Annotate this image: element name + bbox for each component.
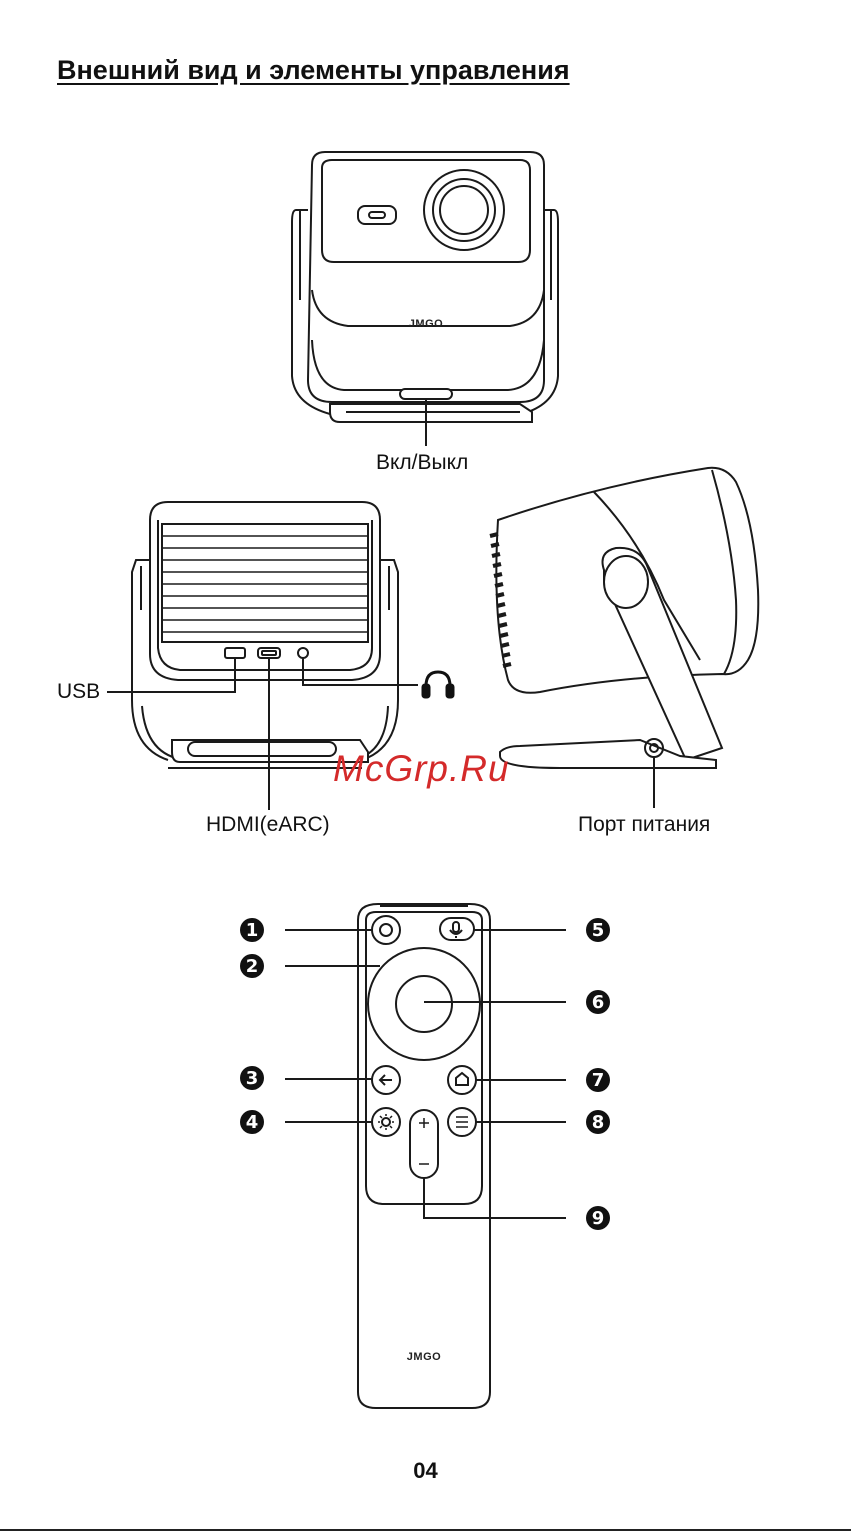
callout-3: 3 <box>240 1066 264 1090</box>
hdmi-port-label: HDMI(eARC) <box>206 813 330 837</box>
projector-side-view <box>490 468 758 808</box>
svg-text:4: 4 <box>246 1112 259 1133</box>
callout-4: 4 <box>240 1110 264 1134</box>
callout-7: 7 <box>586 1068 610 1092</box>
svg-text:7: 7 <box>592 1070 605 1091</box>
page-number: 04 <box>0 1458 851 1484</box>
callout-9: 9 <box>586 1206 610 1230</box>
projector-front-view <box>292 152 558 446</box>
callout-5: 5 <box>586 918 610 942</box>
power-circle-icon <box>372 916 400 944</box>
usb-port-label: USB <box>57 680 100 704</box>
remote-brand-logo: JMGO <box>407 1351 441 1363</box>
power-port-label: Порт питания <box>578 813 710 837</box>
svg-text:5: 5 <box>592 920 605 941</box>
svg-text:2: 2 <box>246 956 259 977</box>
svg-text:9: 9 <box>592 1208 605 1229</box>
callout-2: 2 <box>240 954 264 978</box>
callout-6: 6 <box>586 990 610 1014</box>
svg-text:1: 1 <box>246 920 259 941</box>
callout-1: 1 <box>240 918 264 942</box>
svg-text:6: 6 <box>592 992 605 1013</box>
footer-rule <box>0 1529 851 1531</box>
callout-8: 8 <box>586 1110 610 1134</box>
power-button-label: Вкл/Выкл <box>376 451 468 475</box>
svg-text:3: 3 <box>246 1068 259 1089</box>
svg-text:8: 8 <box>592 1112 605 1133</box>
headphones-icon <box>423 672 453 697</box>
watermark: McGrp.Ru <box>333 748 510 790</box>
projector-brand-logo: JMGO <box>409 318 443 330</box>
remote-control <box>285 904 566 1408</box>
